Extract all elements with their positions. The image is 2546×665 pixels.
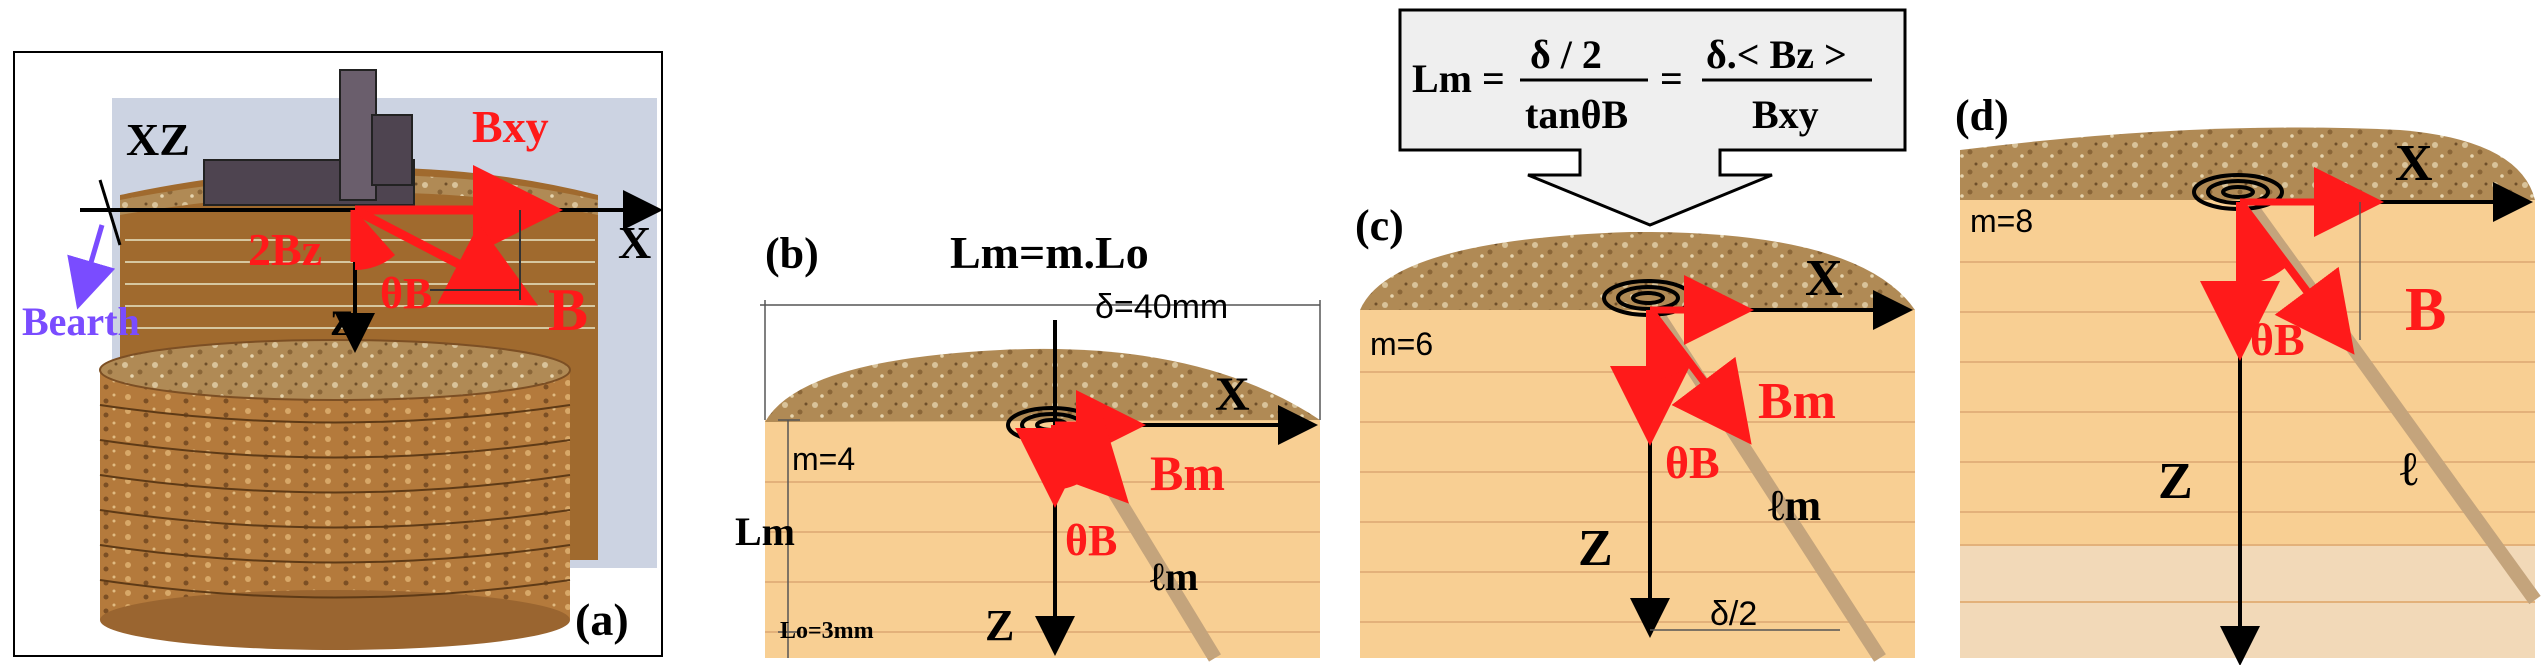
label-ell-c: ℓm <box>1768 481 1821 530</box>
label-panel-b: (b) <box>765 229 819 278</box>
panel-a: XZ Bxy 2Bz θB B X Z Bearth (a) <box>13 51 663 657</box>
theta-wedge-b <box>1055 425 1085 490</box>
label-theta-b: θB <box>1065 516 1117 565</box>
label-lm-b: Lm <box>735 509 795 554</box>
callout-den2: Bxy <box>1752 92 1819 137</box>
sensor-post <box>339 69 377 201</box>
label-x-d: X <box>2395 135 2433 192</box>
label-theta-a: θB <box>380 269 432 318</box>
label-panel-c: (c) <box>1355 201 1404 250</box>
label-theta-c: θB <box>1665 437 1720 488</box>
label-x-b: X <box>1215 368 1250 421</box>
sand-c <box>1360 310 1915 658</box>
panel-d: (d) m=8 X Z B θB ℓ <box>1955 91 2541 665</box>
label-bxy: Bxy <box>472 101 549 152</box>
label-bearth: Bearth <box>22 299 140 344</box>
label-m-b: m=4 <box>792 441 855 477</box>
b-arrow-a <box>352 206 538 306</box>
earth-axis-line <box>98 179 122 246</box>
theta-wedge-c <box>1650 310 1690 380</box>
label-z-c: Z <box>1578 520 1613 577</box>
formula-callout: Lm = δ / 2 tanθB = δ.< Bz > Bxy <box>1398 8 1907 227</box>
label-ell-d: ℓ <box>2400 443 2418 496</box>
label-z-a: Z <box>330 303 354 343</box>
callout-num1: δ / 2 <box>1530 32 1602 77</box>
label-z-d: Z <box>2158 453 2193 510</box>
label-x-c: X <box>1805 250 1843 307</box>
label-delta-b: δ=40mm <box>1095 288 1228 326</box>
theta-wedge-a <box>355 210 395 271</box>
theta-wedge-d <box>2240 202 2285 285</box>
sensor-arm <box>371 114 413 186</box>
label-half-delta: δ/2 <box>1710 595 1757 633</box>
label-x-a: X <box>618 217 651 268</box>
panel-b: (b) Lm=m.Lo δ=40mm m=4 Lm Lo=3mm X Z Bm … <box>735 227 1321 662</box>
label-lo-b: Lo=3mm <box>780 618 874 644</box>
label-b-d: B <box>2405 276 2446 344</box>
label-xz: XZ <box>126 114 190 165</box>
callout-num2: δ.< Bz > <box>1706 32 1847 77</box>
bm-arrow-c <box>1646 307 1752 445</box>
label-theta-d: θB <box>2250 314 2305 365</box>
label-bm-b: Bm <box>1150 445 1225 501</box>
callout-den1: tanθB <box>1525 92 1628 137</box>
soil-c <box>1360 231 1915 310</box>
earth-field-arrow <box>67 224 116 310</box>
label-m-d: m=8 <box>1970 203 2033 239</box>
label-panel-d: (d) <box>1955 91 2009 140</box>
label-ell-b: ℓm <box>1150 554 1198 599</box>
label-b-a: B <box>548 277 588 343</box>
label-z-b: Z <box>985 601 1014 650</box>
label-formula-b: Lm=m.Lo <box>950 227 1149 278</box>
label-2bz: 2Bz <box>248 224 322 275</box>
callout-box <box>1398 8 1907 227</box>
soil-b <box>765 348 1320 422</box>
label-m-c: m=6 <box>1370 326 1433 362</box>
bm-arrow-b <box>1045 417 1129 504</box>
panel-c: (c) m=6 X Z Bm θB ℓm δ/2 <box>1355 201 1915 662</box>
soil-d <box>1960 127 2535 200</box>
label-bm-c: Bm <box>1758 373 1836 430</box>
callout-eq1: = <box>1482 56 1505 101</box>
label-panel-a: (a) <box>575 594 629 645</box>
callout-eq2: = <box>1660 56 1683 101</box>
callout-lhs: Lm <box>1412 56 1472 101</box>
disk-stack <box>99 339 571 650</box>
layers-d <box>1960 261 2535 603</box>
b-arrow-d <box>2236 199 2355 355</box>
